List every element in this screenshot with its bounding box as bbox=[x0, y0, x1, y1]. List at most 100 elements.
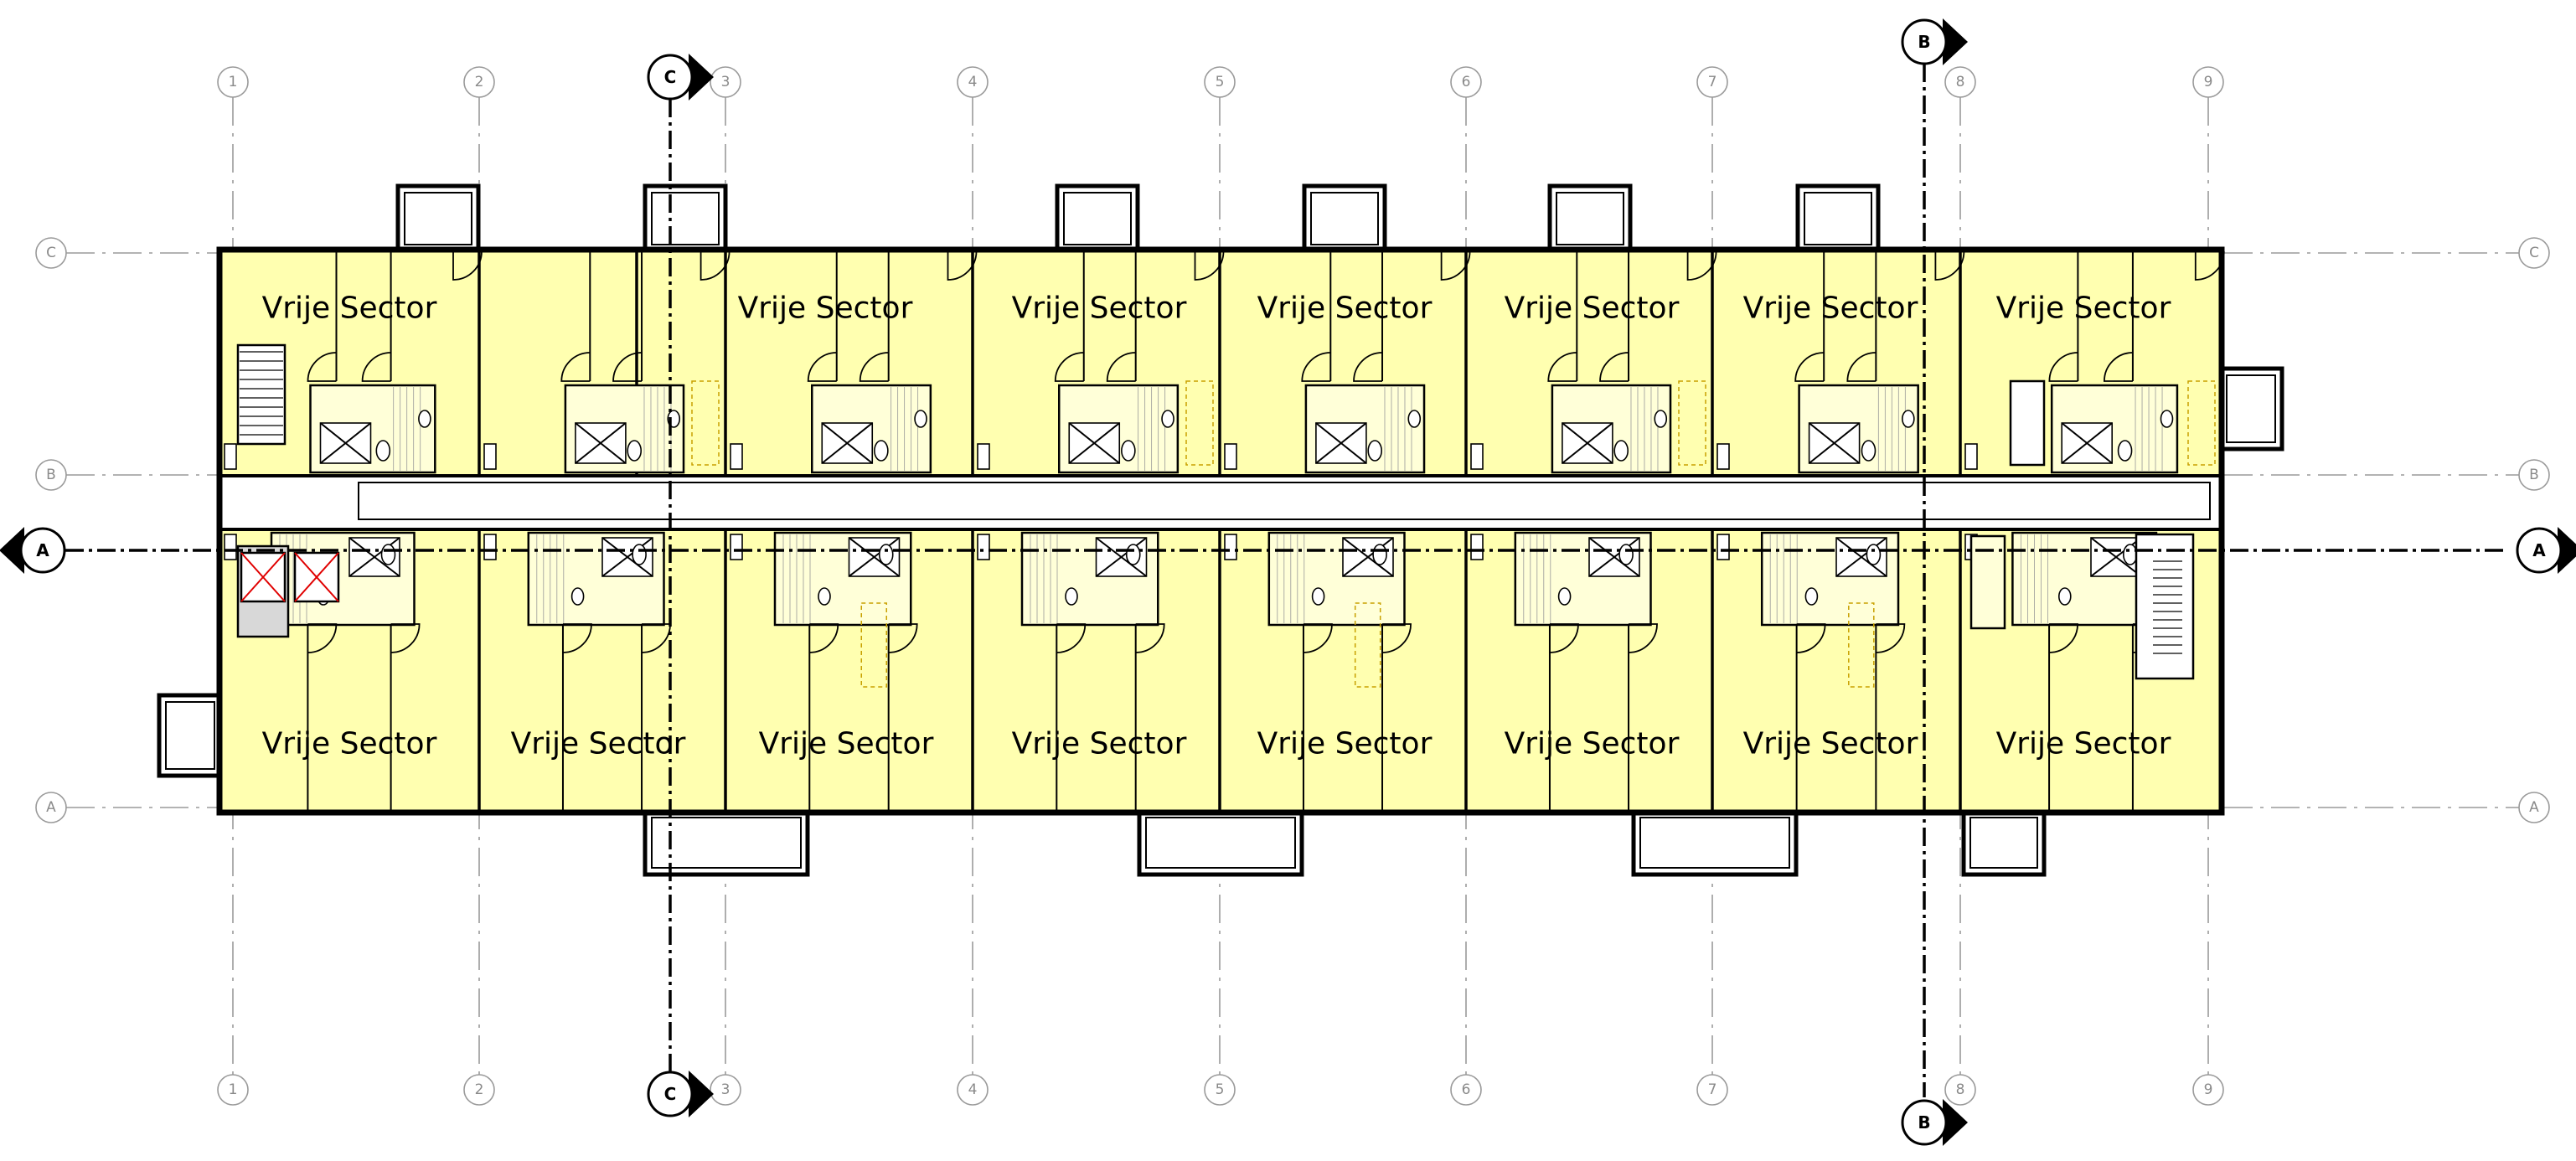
section-arrow bbox=[1943, 1099, 1968, 1146]
balcony bbox=[1137, 808, 1304, 877]
door-swing bbox=[1135, 623, 1165, 653]
unit-label-north: Vrije Sector bbox=[1996, 292, 2171, 326]
grid-label-5: 5 bbox=[1216, 74, 1225, 90]
door-swing bbox=[1353, 352, 1383, 382]
cabinet-outline bbox=[1354, 602, 1381, 688]
grid-bubble-8 bbox=[1944, 66, 1976, 98]
unit-label-north: Vrije Sector bbox=[1257, 292, 1433, 326]
door-swing bbox=[1440, 250, 1471, 281]
grid-label-3: 3 bbox=[721, 1081, 730, 1098]
grid-label-7: 7 bbox=[1708, 1081, 1717, 1098]
cabinet-outline bbox=[1678, 380, 1706, 466]
balcony-edge bbox=[2226, 374, 2276, 443]
unit-label-south: Vrije Sector bbox=[262, 727, 437, 761]
balcony bbox=[1631, 808, 1799, 877]
section-arrow bbox=[0, 527, 24, 574]
section-marker-C: C bbox=[647, 54, 714, 101]
cabinet-outline bbox=[860, 602, 887, 688]
grid-bubble-6 bbox=[1450, 1074, 1482, 1106]
door-swing bbox=[1301, 352, 1331, 382]
balcony-edge bbox=[651, 192, 720, 245]
door-swing bbox=[807, 352, 837, 382]
balcony-edge bbox=[1310, 192, 1379, 245]
balcony-edge bbox=[1969, 817, 2038, 869]
sink bbox=[1470, 534, 1484, 560]
section-circle bbox=[1901, 1099, 1948, 1146]
grid-bubble-9 bbox=[2192, 66, 2224, 98]
sink bbox=[483, 443, 497, 470]
door-swing bbox=[1549, 623, 1579, 653]
stair-north-west bbox=[236, 343, 287, 446]
grid-label-7: 7 bbox=[1708, 74, 1717, 90]
grid-label-4: 4 bbox=[968, 74, 978, 90]
interior-details bbox=[224, 250, 2225, 813]
door-swing bbox=[1056, 623, 1087, 653]
grid-bubble-1 bbox=[217, 1074, 249, 1106]
grid-bubble-A bbox=[2518, 792, 2550, 823]
cabinet-outline bbox=[1848, 602, 1875, 688]
balcony bbox=[157, 693, 224, 778]
grid-bubble-3 bbox=[710, 1074, 741, 1106]
section-label: B bbox=[1918, 1112, 1930, 1133]
unit-label-south: Vrije Sector bbox=[511, 727, 686, 761]
door-swing bbox=[1194, 250, 1225, 281]
balcony bbox=[1302, 183, 1387, 254]
grid-bubble-A bbox=[35, 792, 67, 823]
shower-cross bbox=[319, 422, 372, 464]
grid-label-C: C bbox=[2529, 245, 2539, 261]
toilet bbox=[1654, 410, 1668, 428]
sink bbox=[483, 534, 497, 560]
door-swing bbox=[612, 352, 643, 382]
door-swing bbox=[888, 623, 918, 653]
balcony-edge bbox=[1804, 192, 1872, 245]
door-swing bbox=[699, 250, 730, 281]
stair-south-east bbox=[2135, 533, 2195, 680]
shower-cross bbox=[821, 422, 873, 464]
section-circle bbox=[647, 1071, 694, 1117]
cabinet-outline bbox=[2187, 380, 2216, 466]
unit-label-south: Vrije Sector bbox=[1505, 727, 1680, 761]
toilet bbox=[2160, 410, 2174, 428]
balcony-edge bbox=[651, 817, 802, 869]
door-swing bbox=[1547, 352, 1577, 382]
toilet bbox=[1557, 587, 1572, 606]
grid-bubble-5 bbox=[1204, 66, 1236, 98]
toilet bbox=[1804, 587, 1819, 606]
toilet bbox=[627, 440, 643, 462]
balcony-edge bbox=[1639, 817, 1790, 869]
toilet bbox=[1866, 544, 1882, 565]
grid-label-2: 2 bbox=[475, 1081, 484, 1098]
toilet bbox=[878, 544, 894, 565]
balcony bbox=[1961, 808, 2047, 877]
door-swing bbox=[1054, 352, 1084, 382]
grid-bubble-9 bbox=[2192, 1074, 2224, 1106]
grid-label-A: A bbox=[2529, 799, 2539, 816]
shower-cross bbox=[848, 537, 901, 577]
unit-label-north: Vrije Sector bbox=[1505, 292, 1680, 326]
door-swing bbox=[1794, 352, 1825, 382]
sink bbox=[1964, 443, 1978, 470]
grid-label-3: 3 bbox=[721, 74, 730, 90]
grid-bubble-B bbox=[35, 459, 67, 491]
shower-cross bbox=[1068, 422, 1120, 464]
door-swing bbox=[1876, 623, 1906, 653]
cabinet-outline bbox=[1185, 380, 1214, 466]
grid-bubble-8 bbox=[1944, 1074, 1976, 1106]
toilet bbox=[1367, 440, 1383, 462]
sink bbox=[730, 534, 743, 560]
unit-label-south: Vrije Sector bbox=[759, 727, 934, 761]
section-label: B bbox=[1918, 32, 1930, 52]
balcony-edge bbox=[165, 701, 215, 770]
door-swing bbox=[1934, 250, 1965, 281]
grid-bubble-7 bbox=[1696, 1074, 1728, 1106]
section-arrow bbox=[1943, 18, 1968, 65]
lift-cross bbox=[240, 552, 286, 602]
grid-bubble-6 bbox=[1450, 66, 1482, 98]
door-swing bbox=[1382, 623, 1412, 653]
door-swing bbox=[560, 352, 591, 382]
door-swing bbox=[2104, 352, 2133, 382]
grid-label-9: 9 bbox=[2204, 1081, 2213, 1098]
grid-bubble-4 bbox=[957, 1074, 989, 1106]
